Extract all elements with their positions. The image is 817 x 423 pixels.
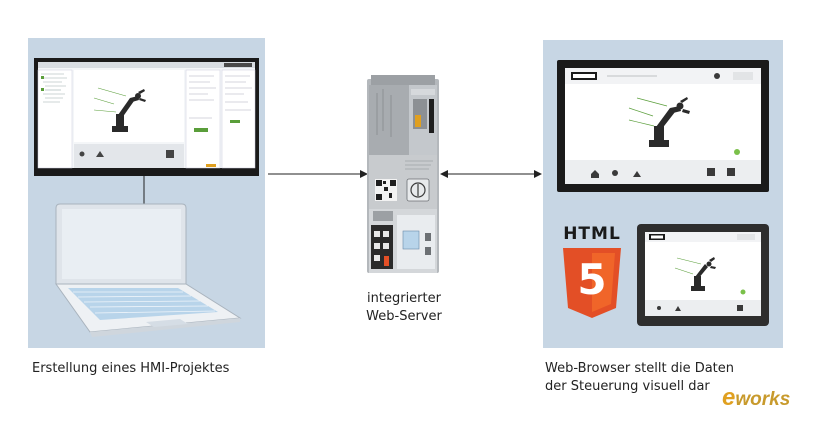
laptop <box>55 203 242 337</box>
arrow-server-to-right <box>440 170 542 178</box>
html5-logo: HTML 5 <box>559 224 625 320</box>
html5-shield-icon <box>563 248 621 318</box>
arrow-left-to-server <box>268 170 368 178</box>
server-caption-line1: integrierter <box>367 291 441 306</box>
right-caption-line2: der Steuerung visuell dar <box>545 379 710 394</box>
right-caption-line1: Web-Browser stellt die Daten <box>545 361 735 376</box>
html5-logo-number: 5 <box>577 255 607 304</box>
small-touch-panel <box>637 224 769 326</box>
plc-controller <box>367 75 439 273</box>
eworks-watermark: eworks <box>722 384 790 412</box>
eworks-watermark-e: e <box>722 384 736 411</box>
eworks-watermark-text: works <box>735 389 791 410</box>
server-caption-line2: Web-Server <box>366 309 442 324</box>
hmi-editor-monitor <box>34 58 259 176</box>
left-caption: Erstellung eines HMI-Projektes <box>32 361 230 376</box>
large-touch-panel <box>557 60 769 192</box>
html5-logo-wordmark: HTML <box>563 224 621 244</box>
